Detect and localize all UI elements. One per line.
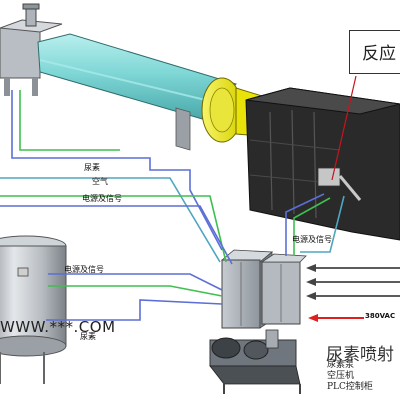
urea-label-bottom: 尿素 <box>80 332 96 341</box>
power-signal-label-tank: 电源及信号 <box>64 265 104 274</box>
air-label: 空气 <box>92 177 108 186</box>
incoming-arrows <box>306 264 400 322</box>
system-title: 尿素喷射 <box>326 345 394 365</box>
reactor-body <box>245 87 400 241</box>
reactor-label: 反应 <box>362 44 396 64</box>
flue-duct <box>37 33 237 151</box>
inlet-hopper <box>0 3 63 96</box>
connection-lines <box>0 90 345 321</box>
reactor-label-box <box>349 30 400 74</box>
power-signal-label-top: 电源及信号 <box>82 194 122 203</box>
power-signal-label-right: 电源及信号 <box>292 235 332 244</box>
watermark: WWW.***.COM <box>0 318 116 336</box>
reactor-pointer <box>331 75 357 181</box>
voltage-label: 380VAC <box>365 312 396 320</box>
control-cabinet <box>220 249 307 329</box>
sub-item-pump: 尿素泵 <box>327 360 355 370</box>
urea-tank <box>0 235 67 384</box>
urea-label-top: 尿素 <box>84 163 100 172</box>
sub-item-plc: PLC控制柜 <box>327 382 373 392</box>
pump-skid <box>209 329 301 394</box>
sub-item-compressor: 空压机 <box>327 371 355 381</box>
